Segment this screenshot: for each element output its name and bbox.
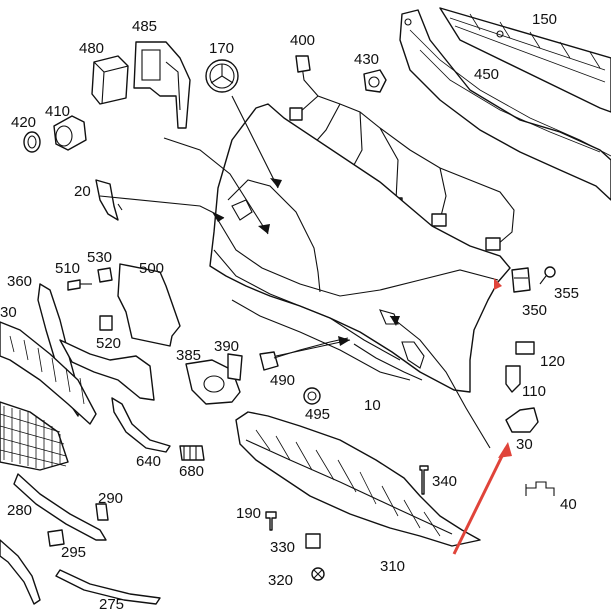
part-350-bracket	[511, 267, 531, 293]
part-500-plate-holder	[117, 263, 181, 347]
part-420-ring	[23, 131, 41, 153]
part-310-lower-panel	[235, 411, 481, 547]
part-330-clip	[305, 533, 321, 549]
part-485-bracket	[133, 41, 191, 129]
part-295-clip	[47, 529, 65, 547]
label-485: 485	[132, 18, 157, 35]
part-40-bracket	[525, 481, 555, 496]
part-360-grille-frame	[0, 283, 155, 425]
label-290: 290	[98, 490, 123, 507]
part-640-trim	[111, 397, 171, 453]
part-labels: 150 450 485 480 170 400 430 410 420 20 5…	[0, 11, 579, 611]
part-20-cover	[95, 179, 123, 221]
part-385-lamp-housing	[185, 359, 241, 405]
label-20: 20	[74, 183, 91, 200]
part-530-nut	[97, 267, 113, 283]
part-150-drawing	[439, 7, 611, 113]
part-390-bracket	[227, 353, 243, 381]
label-355: 355	[554, 285, 579, 302]
label-360: 360	[7, 273, 32, 290]
label-480: 480	[79, 40, 104, 57]
label-500: 500	[139, 260, 164, 277]
label-330: 330	[270, 539, 295, 556]
label-495: 495	[305, 406, 330, 423]
part-355-screw	[539, 266, 556, 285]
part-280-strip	[13, 473, 107, 541]
label-30a: 30	[0, 304, 17, 321]
label-510: 510	[55, 260, 80, 277]
label-430: 430	[354, 51, 379, 68]
label-400: 400	[290, 32, 315, 49]
label-190: 190	[236, 505, 261, 522]
part-grille-mesh	[0, 401, 69, 471]
leader-arrows	[99, 95, 491, 449]
label-280: 280	[7, 502, 32, 519]
part-680-clip	[179, 445, 205, 461]
label-110: 110	[522, 383, 546, 400]
label-385: 385	[176, 347, 201, 364]
part-450-drawing	[399, 9, 611, 201]
label-275: 275	[99, 596, 124, 611]
part-510-screw	[67, 279, 92, 291]
part-320-screw	[311, 567, 325, 581]
label-490: 490	[270, 372, 295, 389]
label-530: 530	[87, 249, 112, 266]
part-170-star-emblem	[205, 59, 239, 93]
label-680: 680	[179, 463, 204, 480]
red-indicator-arrow	[452, 278, 512, 555]
label-150: 150	[532, 11, 557, 28]
label-320: 320	[268, 572, 293, 589]
label-30b: 30	[516, 436, 533, 453]
part-110-fastener	[505, 365, 521, 393]
label-640: 640	[136, 453, 161, 470]
label-390: 390	[214, 338, 239, 355]
label-450: 450	[474, 66, 499, 83]
label-295: 295	[61, 544, 86, 561]
label-310: 310	[380, 558, 405, 575]
part-275-trim	[0, 539, 161, 605]
label-170: 170	[209, 40, 234, 57]
label-40: 40	[560, 496, 577, 513]
part-340-bolt	[419, 465, 429, 495]
part-430-sensor-clip	[363, 69, 387, 93]
label-350: 350	[522, 302, 547, 319]
part-410-parking-sensor	[53, 115, 87, 151]
part-10-bumper-cover	[209, 103, 511, 393]
part-520-clip	[99, 315, 113, 331]
part-480-module	[91, 55, 129, 105]
label-410: 410	[45, 103, 70, 120]
part-290-clip	[95, 503, 109, 521]
part-495-ring	[303, 387, 321, 405]
label-520: 520	[96, 335, 121, 352]
label-420: 420	[11, 114, 36, 131]
label-10: 10	[364, 397, 381, 414]
label-340: 340	[432, 473, 457, 490]
part-120-clip	[515, 341, 535, 355]
part-190-bolt	[265, 511, 277, 531]
label-120: 120	[540, 353, 565, 370]
part-30-cap	[505, 407, 539, 433]
